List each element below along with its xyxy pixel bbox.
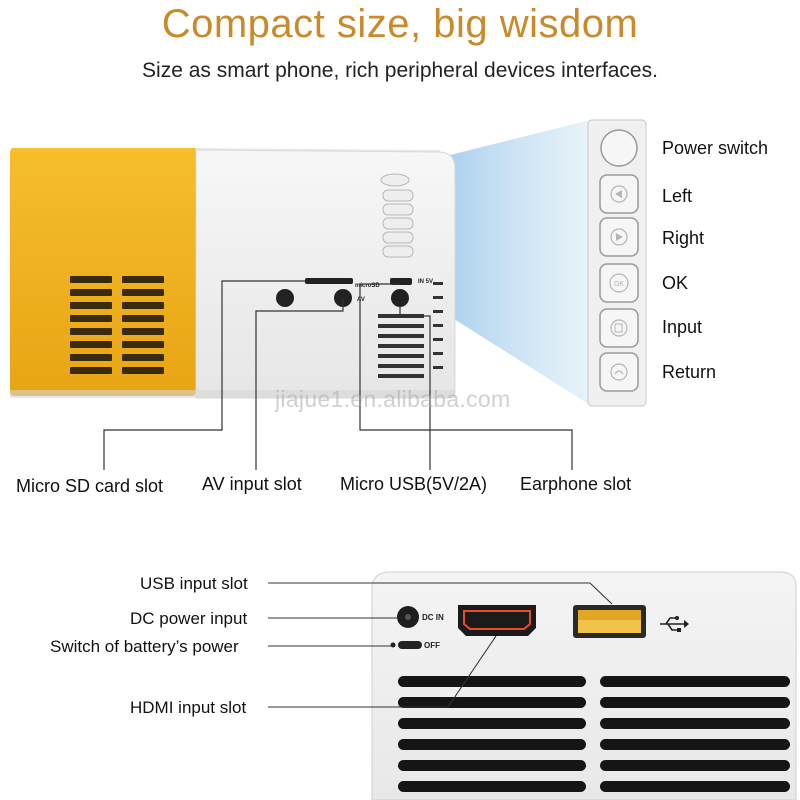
- right-arrow-icon: [616, 233, 623, 241]
- in-5v-marking: IN 5V: [418, 279, 433, 285]
- label-power-switch: Power switch: [662, 138, 769, 158]
- label-earphone-slot: Earphone slot: [520, 474, 632, 494]
- label-input: Input: [662, 317, 703, 337]
- micro-sd-port: [276, 289, 294, 307]
- label-av-input-slot: AV input slot: [202, 474, 302, 494]
- label-hdmi-input-slot: HDMI input slot: [130, 698, 247, 717]
- projector-top: microSD IN 5V AV: [10, 148, 456, 399]
- earphone-port: [391, 289, 409, 307]
- hdmi-port: [458, 605, 536, 636]
- label-dc-power-input: DC power input: [130, 609, 248, 628]
- label-return: Return: [662, 362, 717, 382]
- power-button: [600, 129, 638, 167]
- label-usb-input-slot: USB input slot: [140, 574, 248, 593]
- ok-button: [599, 263, 639, 303]
- return-button: [599, 352, 639, 392]
- label-left: Left: [662, 186, 693, 206]
- return-icon: [614, 370, 624, 375]
- label-ok: OK: [662, 273, 689, 293]
- input-button: [599, 308, 639, 348]
- micro-sd-marking: microSD: [355, 283, 380, 289]
- label-micro-usb: Micro USB(5V/2A): [340, 474, 488, 494]
- input-icon: [614, 323, 623, 333]
- label-right: Right: [662, 228, 705, 248]
- off-marking: OFF: [424, 641, 440, 650]
- label-micro-sd-card-slot: Micro SD card slot: [16, 476, 164, 496]
- battery-switch: [398, 641, 422, 649]
- side-vent: [70, 276, 164, 374]
- watermark: jiajue1.en.alibaba.com: [275, 386, 511, 412]
- top-buttons: [380, 173, 414, 258]
- usb-symbol-icon: [660, 617, 684, 631]
- ok-button-marking: OK: [614, 281, 624, 288]
- page-subtitle: Size as smart phone, rich peripheral dev…: [142, 59, 658, 82]
- side-callout-lines: [103, 280, 573, 470]
- left-arrow-icon: [615, 190, 622, 198]
- button-panel: OK: [587, 119, 647, 407]
- rear-vent: [398, 676, 790, 792]
- white-casing: [195, 149, 456, 399]
- av-marking: AV: [357, 297, 365, 303]
- label-battery-switch: Switch of battery’s power: [50, 637, 239, 656]
- page-title: Compact size, big wisdom: [161, 2, 639, 46]
- rear-callout-lines: [268, 582, 613, 708]
- dc-in-marking: DC IN: [422, 613, 444, 622]
- projector-rear: DC IN OFF: [371, 571, 797, 800]
